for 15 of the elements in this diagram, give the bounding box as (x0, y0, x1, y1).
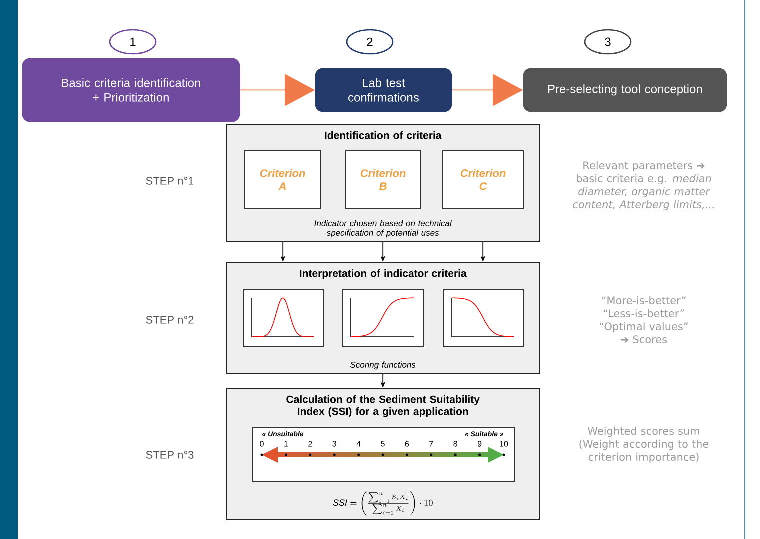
scoring-curve-box (443, 289, 524, 348)
phase-box: Basic criteria identification + Prioritization (22, 58, 240, 122)
phase-box: Pre-selecting tool conception (523, 68, 728, 112)
scoring-curve-box (342, 289, 424, 348)
criterion-box: Criterion A (244, 150, 322, 210)
step-label: STEP n°3 (146, 451, 194, 459)
criterion-box: Criterion B (345, 150, 422, 210)
step-label: STEP n°1 (146, 177, 194, 185)
side-note: “More-is-better” “Less-is-better” “Optimal values” ➔ Scores (600, 296, 688, 344)
side-note: Relevant parameters ➔ basic criteria e.g. median diameter, organic matter content, Atterberg limits,... (573, 161, 714, 211)
scoring-curve-box (243, 289, 324, 348)
criterion-box: Criterion C (442, 150, 524, 210)
side-note: Weighted scores sum (Weight according to the criterion importance) (580, 426, 709, 464)
phase-box: Lab test confirmations (315, 68, 452, 112)
step-label: STEP n°2 (146, 316, 194, 324)
